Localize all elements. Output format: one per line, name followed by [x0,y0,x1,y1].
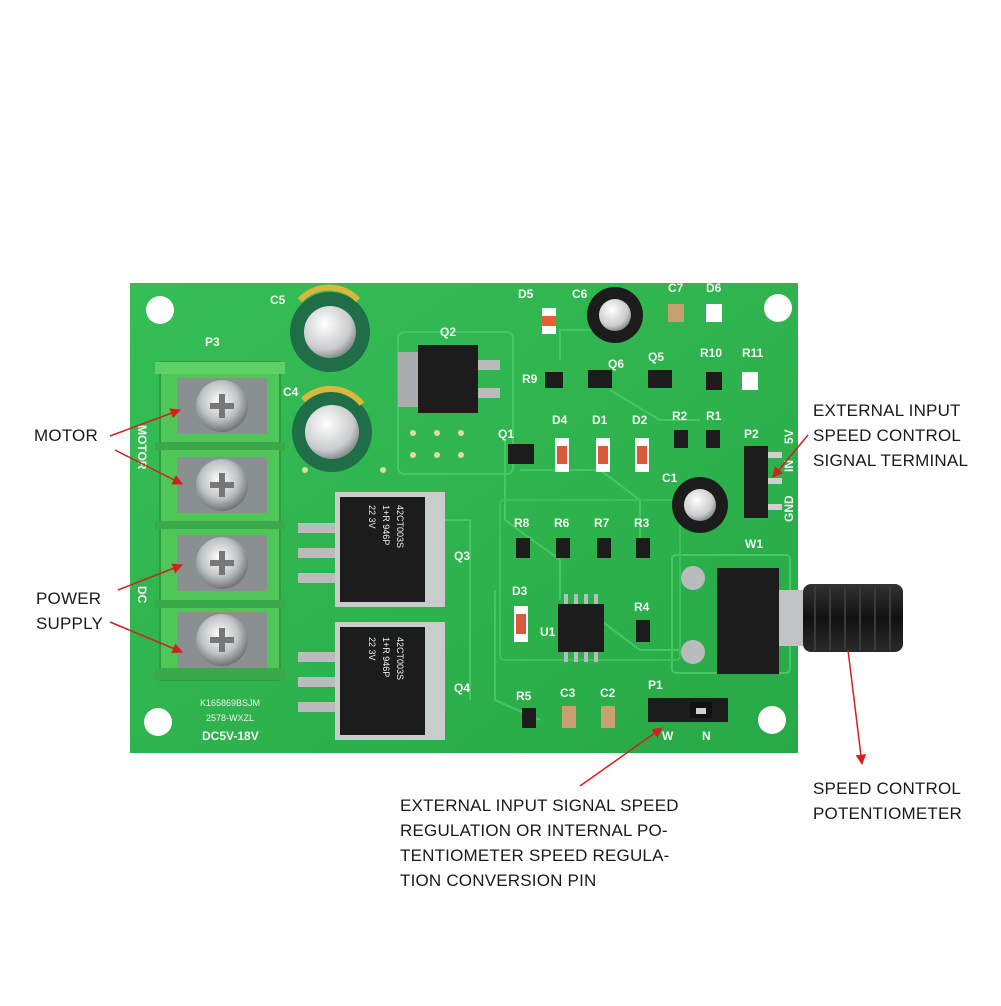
callout-conversion-pin: EXTERNAL INPUT SIGNAL SPEED REGULATION O… [400,793,679,893]
callout-external-terminal: EXTERNAL INPUT SPEED CONTROL SIGNAL TERM… [813,398,968,473]
silk-c3: C3 [560,686,576,700]
chip-u1 [558,594,604,662]
arrow-motor-1 [109,408,181,437]
silk-q2: Q2 [440,325,456,339]
terminal-block [155,361,285,681]
callout-pot-line-1: SPEED CONTROL [813,779,962,798]
silk-q4: Q4 [454,681,470,695]
silk-p2: P2 [744,427,759,441]
callout-arrows [109,408,867,787]
callout-motor-line: MOTOR [34,426,98,445]
silk-r9: R9 [522,372,538,386]
silk-w1: W1 [745,537,763,551]
silk-q5: Q5 [648,350,664,364]
arrow-motor-2 [114,449,183,485]
silk-p1: P1 [648,678,663,692]
potentiometer-w1 [681,566,903,674]
header-p2 [744,446,782,518]
callout-terminal-line-1: EXTERNAL INPUT [813,401,961,420]
callout-pin-line-3: TENTIOMETER SPEED REGULA- [400,846,670,865]
silk-r2: R2 [672,409,688,423]
jumper-p1 [648,698,728,722]
silk-u1: U1 [540,625,556,639]
callout-pin-line-1: EXTERNAL INPUT SIGNAL SPEED [400,796,679,815]
silk-c1: C1 [662,471,678,485]
mosfet-q3: 42CT003S 1+R 946P 22 3V [298,492,445,607]
smd-components [508,304,758,728]
silk-dc: DC [135,586,149,604]
arrow-conversion-pin [579,727,663,787]
silk-r3: R3 [634,516,650,530]
vias [302,430,464,473]
silk-pin-w: W [662,729,674,743]
silk-q1: Q1 [498,427,514,441]
silk-r4: R4 [634,600,650,614]
silk-pin-n: N [702,729,711,743]
silk-p3: P3 [205,335,220,349]
silk-d1: D1 [592,413,608,427]
mosfet-q4-marking-2: 1+R 946P [381,637,391,677]
callout-power-supply: POWER SUPPLY [36,586,103,636]
silk-r11: R11 [742,346,764,360]
callout-power-line-2: SUPPLY [36,614,104,633]
mosfet-q3-marking-2: 1+R 946P [381,505,391,545]
callout-motor: MOTOR [34,423,98,448]
silk-r5: R5 [516,689,532,703]
callout-pot-line-2: POTENTIOMETER [813,804,962,823]
silk-d4: D4 [552,413,568,427]
callout-pin-line-2: REGULATION OR INTERNAL PO- [400,821,668,840]
silk-d2: D2 [632,413,648,427]
silk-q6: Q6 [608,357,624,371]
callout-terminal-line-2: SPEED CONTROL [813,426,962,445]
silk-d3: D3 [512,584,528,598]
callout-potentiometer: SPEED CONTROL POTENTIOMETER [813,776,962,826]
silk-board-code-1: K165869BSJM [200,698,260,708]
mosfet-q3-marking-3: 22 3V [367,505,377,529]
capacitor-c5 [290,284,370,372]
pcb-traces [390,329,791,721]
silkscreen-labels: P3 C5 C4 Q2 D5 C6 C7 D6 Q6 Q5 R10 R11 R9… [135,281,796,743]
silk-c5: C5 [270,293,286,307]
capacitor-c1 [672,477,728,533]
silk-voltage: DC5V-18V [202,729,259,743]
silk-c7: C7 [668,281,684,295]
capacitor-c4 [292,385,372,472]
silk-c6: C6 [572,287,588,301]
silk-board-code-2: 2578-WXZL [206,713,254,723]
mosfet-q4-marking-1: 42CT003S [395,637,405,680]
silk-d5: D5 [518,287,534,301]
silk-motor: MOTOR [135,425,149,470]
callout-pin-line-4: TION CONVERSION PIN [400,871,597,890]
silk-r7: R7 [594,516,610,530]
callout-power-line-1: POWER [36,589,102,608]
silk-c2: C2 [600,686,616,700]
mosfet-q4: 42CT003S 1+R 946P 22 3V [298,622,445,740]
silk-c4: C4 [283,385,299,399]
silk-pin-in: IN [782,460,796,472]
terminal-screws [177,378,267,668]
silk-r6: R6 [554,516,570,530]
arrow-power-1 [117,563,183,591]
mounting-holes [144,294,792,736]
silk-pin-gnd: GND [782,495,796,522]
arrow-power-2 [109,621,183,654]
silk-r10: R10 [700,346,722,360]
silk-pin-5v: 5V [782,429,796,444]
arrow-terminal [772,434,809,478]
silk-d6: D6 [706,281,722,295]
capacitor-c6 [587,287,643,343]
arrow-potentiometer [847,649,867,766]
silk-r1: R1 [706,409,722,423]
regulator-q2 [398,345,500,413]
mosfet-q3-marking-1: 42CT003S [395,505,405,548]
callout-terminal-line-3: SIGNAL TERMINAL [813,451,969,470]
mosfet-q4-marking-3: 22 3V [367,637,377,661]
silk-q3: Q3 [454,549,470,563]
silk-r8: R8 [514,516,530,530]
